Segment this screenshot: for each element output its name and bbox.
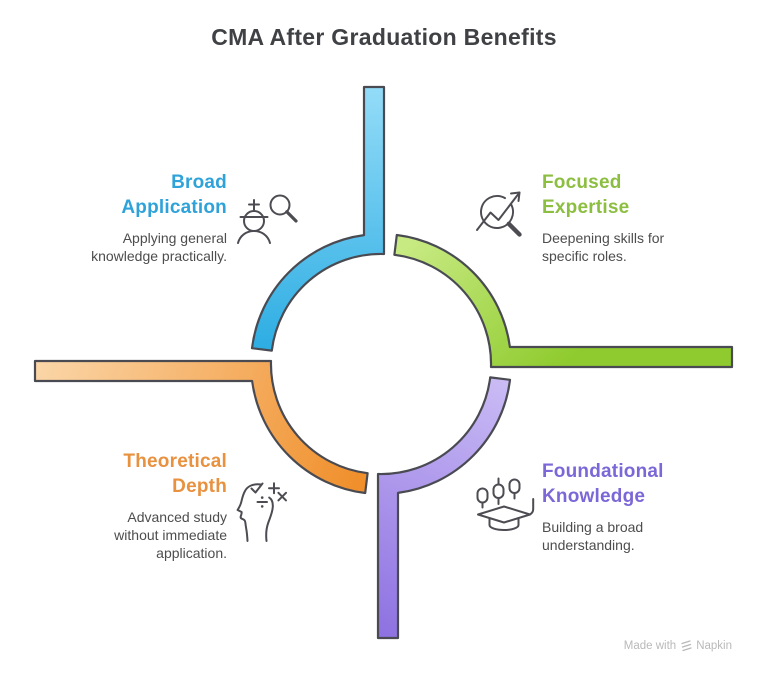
quadrant-focused-expertise: Focused Expertise Deepening skills for s… <box>542 170 747 265</box>
page-title: CMA After Graduation Benefits <box>211 24 557 50</box>
focused-expertise-segment <box>393 233 734 369</box>
trend-magnifier-icon <box>476 191 522 237</box>
quadrant-description: Deepening skills for specific roles. <box>542 230 665 264</box>
napkin-logo-icon <box>681 640 692 652</box>
quadrant-foundational-knowledge: Foundational Knowledge Building a broad … <box>542 459 747 554</box>
pins-gradcap-icon <box>476 477 535 531</box>
quadrant-description: Building a broad understanding. <box>542 519 644 553</box>
theoretical-depth-segment <box>33 359 369 495</box>
watermark-brand: Napkin <box>696 639 732 652</box>
quadrant-heading: Theoretical Depth <box>123 451 227 497</box>
broad-application-segment <box>250 85 386 352</box>
foundational-knowledge-segment <box>376 376 512 640</box>
quadrant-theoretical-depth: Theoretical Depth Advanced study without… <box>37 449 227 562</box>
quadrant-description: Advanced study without immediate applica… <box>114 509 227 561</box>
watermark: Made with Napkin <box>624 639 732 652</box>
quadrant-heading: Foundational Knowledge <box>542 461 664 507</box>
quadrant-broad-application: Broad Application Applying general knowl… <box>37 170 227 265</box>
head-math-icon <box>236 482 287 542</box>
quadrant-heading: Broad Application <box>121 172 227 218</box>
quadrant-description: Applying general knowledge practically. <box>91 230 227 264</box>
segment-ring <box>33 85 734 640</box>
watermark-prefix: Made with <box>623 639 677 652</box>
quadrant-heading: Focused Expertise <box>542 172 630 218</box>
person-search-icon <box>237 194 298 244</box>
